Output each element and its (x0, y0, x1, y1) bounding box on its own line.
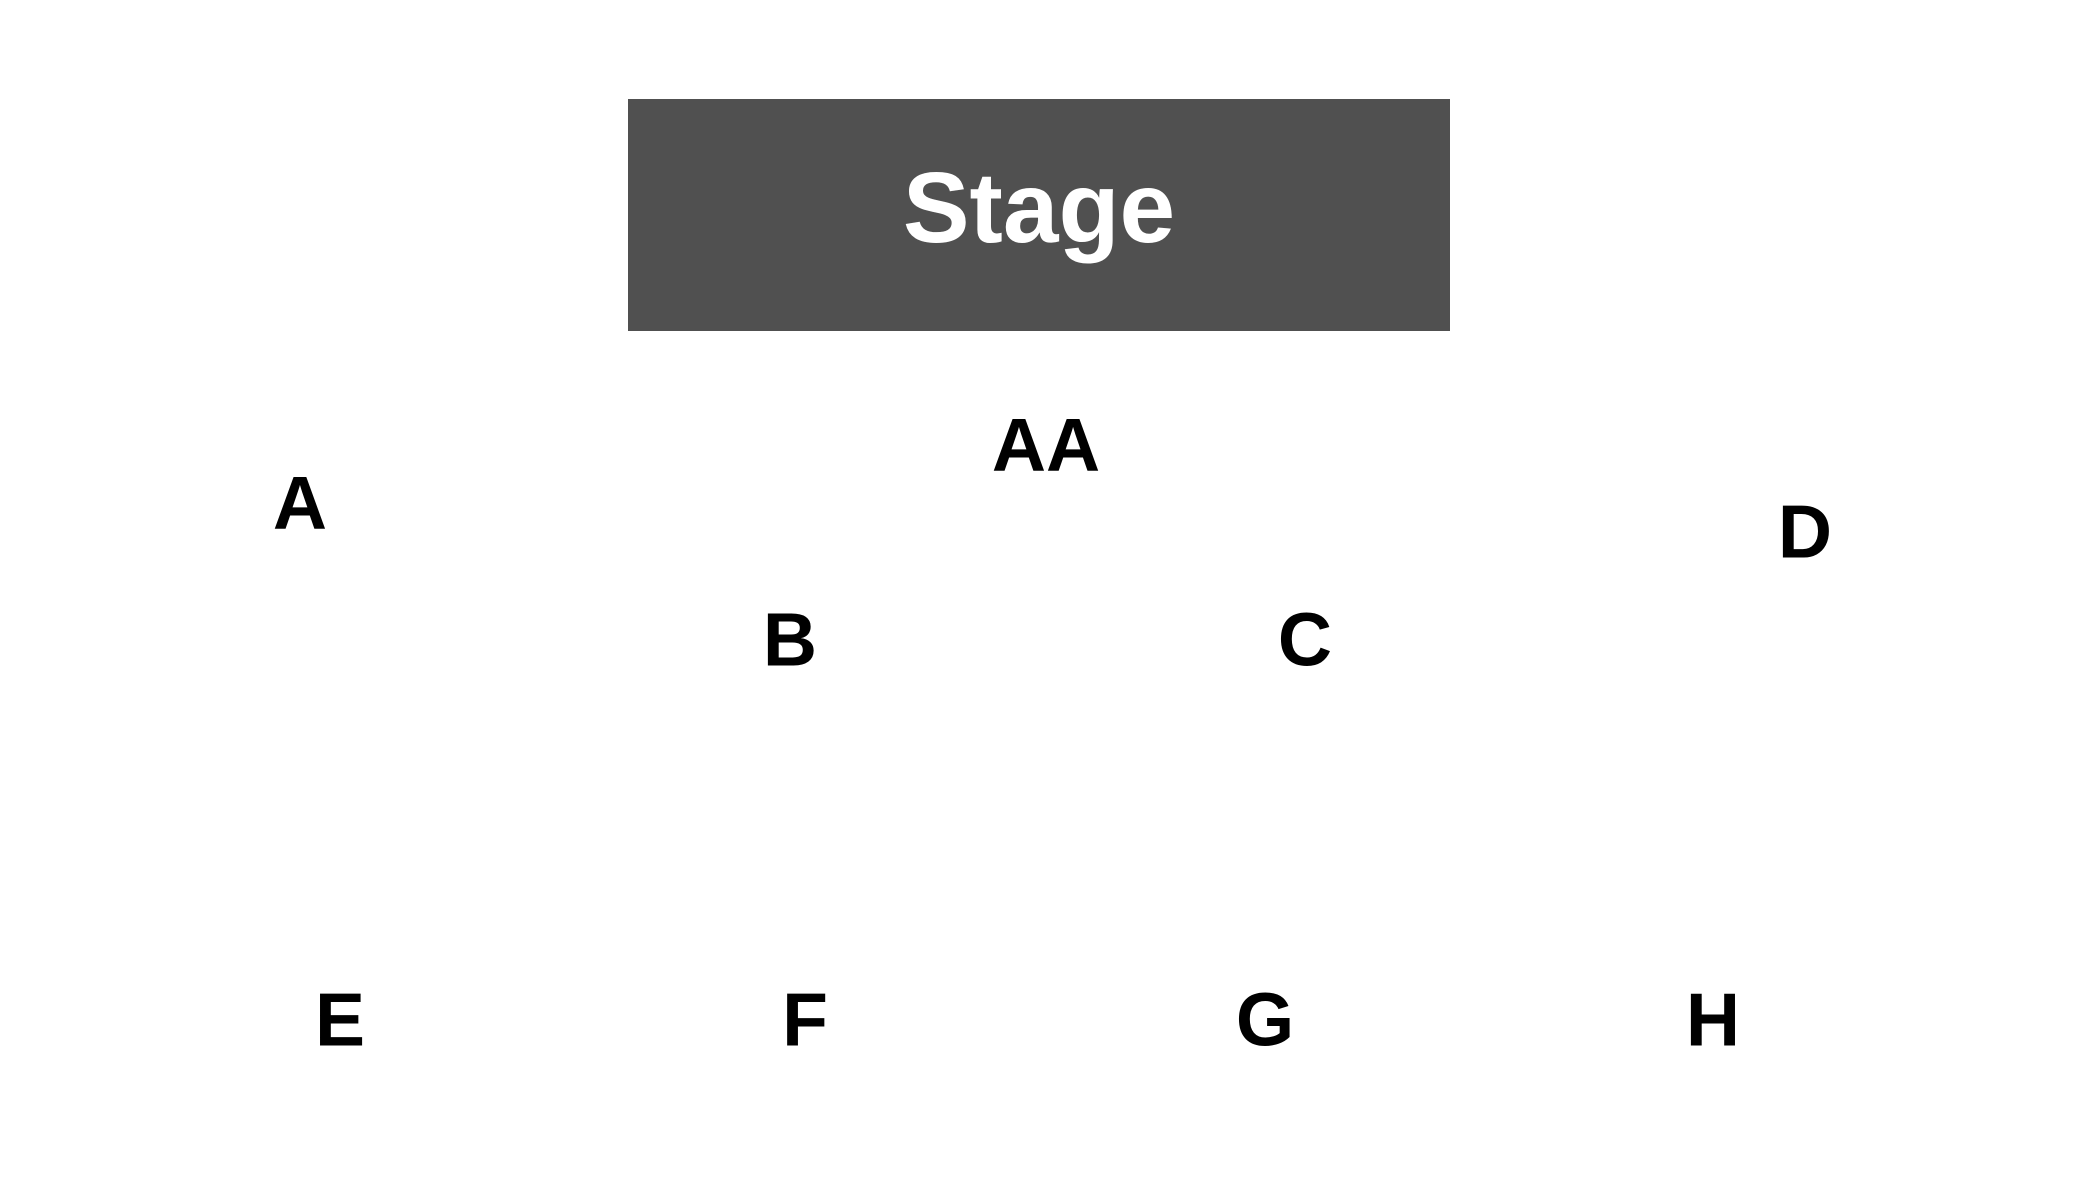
stage-block: Stage (628, 99, 1450, 331)
section-g-label: G (1235, 977, 1295, 1062)
section-h-label: H (1685, 977, 1741, 1062)
section-e-label: E (314, 977, 366, 1062)
section-b-label: B (762, 597, 818, 682)
section-a-label: A (272, 460, 328, 545)
section-d-label: D (1777, 489, 1833, 574)
section-c-label: C (1277, 597, 1333, 682)
section-aa-label: AA (991, 402, 1101, 487)
stage-label: Stage (902, 152, 1176, 264)
section-f-label: F (782, 977, 828, 1062)
